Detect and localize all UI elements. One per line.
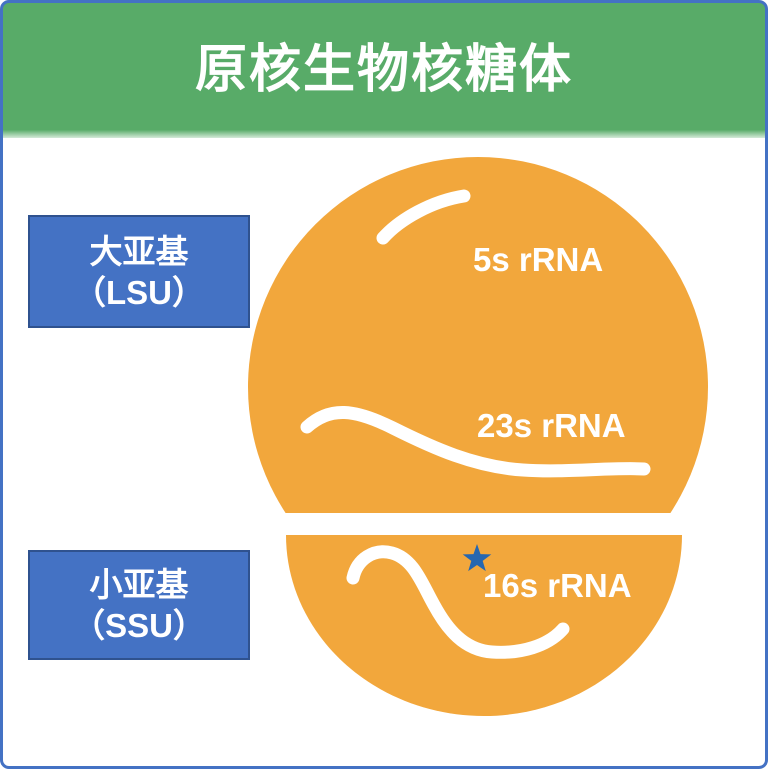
ssu-label-box: 小亚基 （SSU） [28,550,250,660]
large-subunit-shape [248,157,708,513]
rna-5s-label: 5s rRNA [473,241,603,278]
lsu-label-line2: （LSU） [73,273,205,311]
rna-16s-label: 16s rRNA [483,567,632,604]
title-banner: 原核生物核糖体 [2,2,766,138]
page-title: 原核生物核糖体 [194,41,573,99]
ssu-label-line2: （SSU） [72,607,206,644]
ssu-label-line1: 小亚基 [89,566,189,603]
lsu-label-line1: 大亚基 [89,232,189,270]
small-subunit-shape [286,535,682,716]
rna-23s-squiggle [300,406,651,478]
rna-5s-squiggle [376,189,471,245]
lsu-label-box: 大亚基 （LSU） [28,215,250,328]
star-icon [462,544,492,572]
rna-16s-squiggle [346,545,570,659]
rna-23s-label: 23s rRNA [477,407,626,444]
